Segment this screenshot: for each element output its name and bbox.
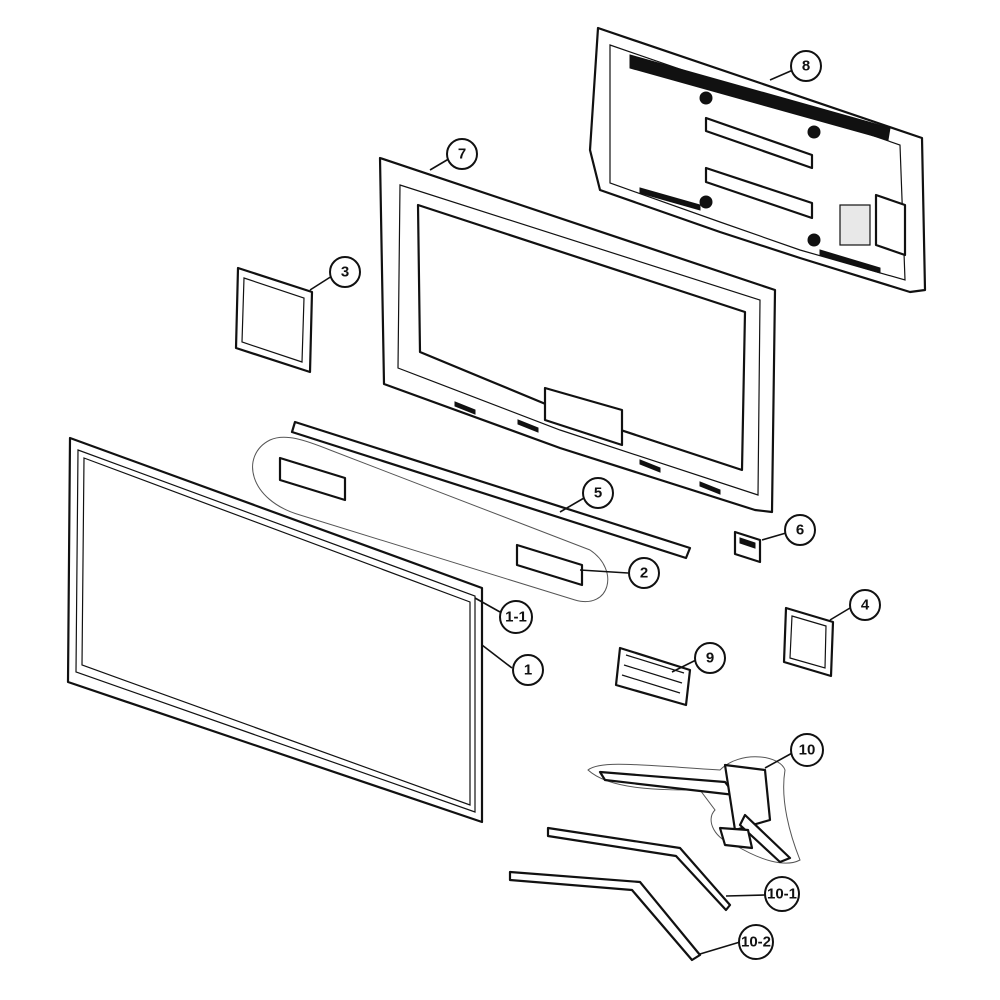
callout-1: 1	[512, 654, 544, 686]
part-rear-cover	[588, 26, 927, 294]
callout-10: 10	[790, 733, 824, 767]
svg-text:4: 4	[861, 597, 870, 614]
callout-2: 2	[628, 557, 660, 589]
part-board-3	[234, 266, 314, 374]
svg-text:6: 6	[796, 522, 804, 539]
part-speaker-group	[252, 436, 609, 603]
callout-10-1: 10-1	[764, 876, 800, 912]
part-stand-leg-10-1	[546, 826, 732, 912]
callout-7: 7	[446, 138, 478, 170]
part-bar-5	[290, 420, 692, 560]
leader-lines	[309, 69, 851, 955]
svg-text:8: 8	[802, 58, 810, 75]
part-board-4	[782, 606, 835, 678]
part-bracket-6	[733, 530, 762, 564]
callout-4: 4	[849, 589, 881, 621]
part-stand-leg-10-2	[508, 870, 702, 962]
part-9	[614, 646, 692, 707]
callout-8: 8	[790, 50, 822, 82]
svg-text:10-2: 10-2	[741, 934, 771, 951]
svg-text:5: 5	[594, 485, 602, 502]
svg-text:3: 3	[341, 264, 349, 281]
svg-text:10-1: 10-1	[767, 886, 797, 903]
callout-3: 3	[329, 256, 361, 288]
part-stand-assembly	[587, 756, 801, 864]
callout-10-2: 10-2	[738, 924, 774, 960]
svg-text:10: 10	[799, 742, 816, 759]
svg-text:1: 1	[524, 662, 532, 679]
callout-1-1: 1-1	[499, 600, 533, 634]
part-middle-frame	[378, 156, 777, 514]
callout-9: 9	[694, 642, 726, 674]
svg-text:9: 9	[706, 650, 714, 667]
svg-text:2: 2	[640, 565, 648, 582]
svg-text:7: 7	[458, 146, 466, 163]
svg-text:1-1: 1-1	[505, 609, 527, 626]
callout-6: 6	[784, 514, 816, 546]
callout-5: 5	[582, 477, 614, 509]
part-display-panel	[66, 436, 484, 824]
